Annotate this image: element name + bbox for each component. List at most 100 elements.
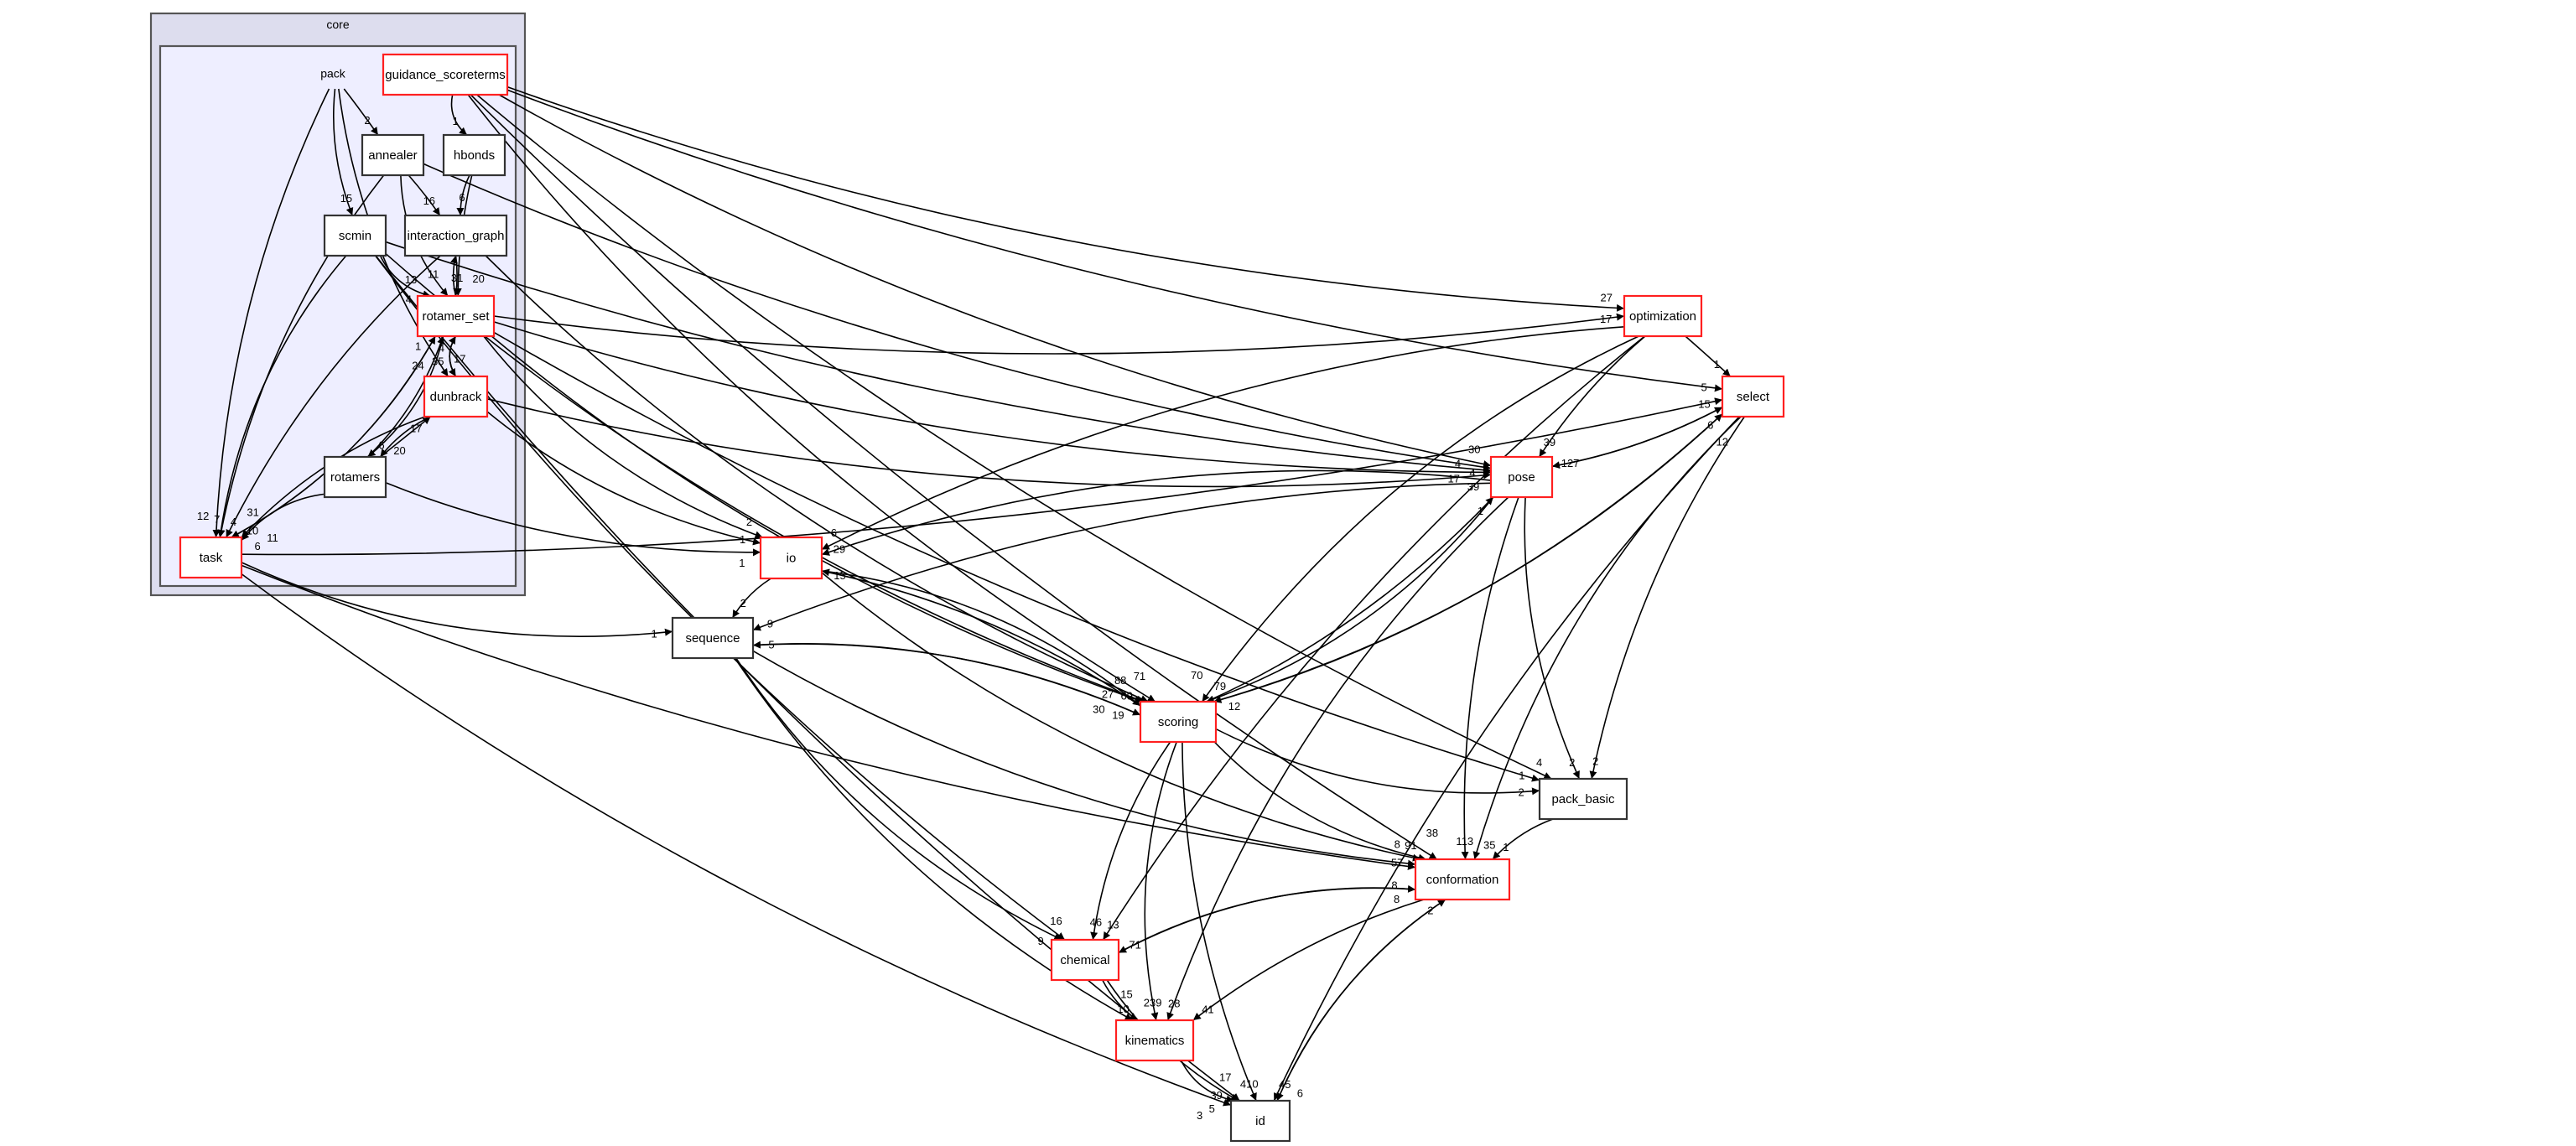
edge-label[interactable]: 2 — [746, 516, 752, 528]
edge-label[interactable]: 3 — [1197, 1109, 1202, 1122]
edge-label[interactable]: 127 — [1561, 457, 1580, 469]
edge-label[interactable]: 4 — [1469, 466, 1475, 479]
edge-label[interactable]: 17 — [1219, 1071, 1231, 1084]
edge-label[interactable]: 1 — [651, 627, 657, 640]
node-box[interactable] — [361, 133, 425, 177]
node-select[interactable]: select — [1721, 375, 1785, 418]
edge-label[interactable]: 91 — [1405, 839, 1416, 852]
node-label[interactable]: id — [1255, 1114, 1265, 1128]
edge-label[interactable]: 4 — [406, 293, 412, 305]
node-box[interactable] — [382, 53, 509, 96]
node-rotamer-set[interactable]: rotamer_set — [416, 294, 496, 338]
node-label[interactable]: io — [787, 551, 797, 565]
edge-label[interactable]: 45 — [1279, 1078, 1291, 1091]
edge-label[interactable]: 13 — [1107, 919, 1119, 931]
edge-label[interactable]: 7 — [214, 513, 220, 526]
node-scmin[interactable]: scmin — [323, 214, 387, 257]
edge-label[interactable]: 1 — [1714, 358, 1720, 371]
edge-label[interactable]: 35 — [432, 355, 444, 368]
edge-label[interactable]: 27 — [1601, 292, 1613, 304]
edge-label[interactable]: 38 — [1426, 827, 1438, 839]
edge-label[interactable]: 2 — [1592, 754, 1598, 767]
edge-label[interactable]: 8 — [1394, 838, 1400, 851]
edge-label[interactable]: 27 — [1102, 688, 1114, 701]
edge-label[interactable]: 6 — [831, 526, 837, 539]
node-box[interactable] — [1114, 1019, 1195, 1062]
cluster-core-title[interactable]: core — [326, 18, 349, 31]
edge-label[interactable]: 39 — [1467, 480, 1479, 493]
edge-label[interactable]: 15 — [340, 192, 352, 205]
edge-label[interactable]: 2 — [740, 597, 746, 609]
node-label[interactable]: rotamers — [330, 470, 380, 485]
edge-label[interactable]: 17 — [410, 423, 422, 435]
node-hbonds[interactable]: hbonds — [442, 133, 506, 177]
edge-label[interactable]: 410 — [1240, 1078, 1259, 1091]
node-label[interactable]: pose — [1508, 470, 1535, 485]
edge-label[interactable]: 16 — [1050, 915, 1062, 927]
node-conformation[interactable]: conformation — [1414, 858, 1511, 901]
edge-label[interactable]: 9 — [767, 618, 773, 630]
edge-label[interactable]: 2 — [1569, 756, 1575, 769]
edge-label[interactable]: 28 — [1168, 997, 1180, 1009]
edge-label[interactable]: 70 — [1191, 669, 1202, 682]
node-label[interactable]: rotamer_set — [422, 309, 490, 324]
edge-label[interactable]: 79 — [1214, 680, 1226, 692]
edge-label[interactable]: 30 — [1093, 703, 1104, 716]
edge-label[interactable]: 8 — [1394, 893, 1400, 905]
edge-label[interactable]: 11 — [267, 532, 278, 544]
node-guidance-scoreterms[interactable]: guidance_scoreterms — [382, 53, 509, 96]
edge-label[interactable]: 1 — [739, 557, 745, 569]
node-box[interactable] — [1623, 294, 1703, 338]
edge-label[interactable]: 71 — [1134, 670, 1145, 682]
edge-label[interactable]: 10 — [1117, 1003, 1129, 1015]
node-label[interactable]: hbonds — [454, 148, 495, 163]
edge-label[interactable]: 17 — [1600, 313, 1612, 325]
edge-label[interactable]: 4 — [1536, 756, 1542, 769]
node-box[interactable] — [1139, 700, 1218, 744]
node-box[interactable] — [1050, 938, 1120, 982]
edge-label[interactable]: 15 — [1698, 397, 1710, 410]
edge-label[interactable]: 39 — [1544, 436, 1555, 449]
node-box[interactable] — [323, 214, 387, 257]
node-box[interactable] — [403, 214, 508, 257]
edge-label[interactable]: 2 — [1427, 905, 1433, 917]
edge-label[interactable]: 1 — [740, 533, 745, 546]
edge-label[interactable]: 5 — [1209, 1102, 1215, 1115]
node-interaction-graph[interactable]: interaction_graph — [403, 214, 508, 257]
edge-label[interactable]: 12 — [1716, 435, 1728, 448]
edge-label[interactable]: 8 — [1391, 879, 1397, 891]
edge-label[interactable]: 1 — [1503, 841, 1509, 853]
edge-label[interactable]: 5 — [768, 639, 774, 651]
edge-label[interactable]: 12 — [1228, 700, 1240, 713]
edge-label[interactable]: 4 — [439, 342, 444, 355]
edge-label[interactable]: 88 — [1114, 674, 1126, 687]
edge-label[interactable]: 2 — [364, 114, 370, 127]
edge-label[interactable]: 39 — [1210, 1089, 1222, 1102]
node-label[interactable]: sequence — [685, 631, 740, 646]
node-label[interactable]: dunbrack — [430, 390, 482, 404]
edge-label[interactable]: 31 — [247, 506, 258, 518]
edge-label[interactable]: 41 — [1202, 1003, 1213, 1016]
edge-label[interactable]: 19 — [1112, 708, 1124, 721]
edge-label[interactable]: 113 — [1456, 835, 1473, 848]
edge-label[interactable]: 20 — [393, 444, 405, 457]
node-label[interactable]: scmin — [339, 229, 371, 243]
node-label[interactable]: conformation — [1426, 873, 1499, 887]
edge-label[interactable]: 12 — [197, 510, 209, 522]
node-box[interactable] — [1229, 1099, 1291, 1143]
node-box[interactable] — [1538, 777, 1628, 821]
node-chemical[interactable]: chemical — [1050, 938, 1120, 982]
node-label[interactable]: chemical — [1060, 953, 1109, 967]
edge-label[interactable]: 9 — [1037, 935, 1043, 947]
edge-label[interactable]: 57 — [1391, 857, 1403, 869]
node-label[interactable]: scoring — [1158, 715, 1198, 729]
edge-label[interactable]: 6 — [459, 191, 465, 204]
node-dunbrack[interactable]: dunbrack — [423, 375, 489, 418]
node-annealer[interactable]: annealer — [361, 133, 425, 177]
edge-label[interactable]: 13 — [405, 273, 417, 286]
node-label[interactable]: select — [1737, 390, 1770, 404]
edge-label[interactable]: 29 — [834, 543, 845, 556]
edge-label[interactable]: 69 — [1121, 689, 1133, 702]
edge-label[interactable]: 17 — [454, 353, 465, 366]
edge-label[interactable]: 10 — [247, 524, 258, 537]
